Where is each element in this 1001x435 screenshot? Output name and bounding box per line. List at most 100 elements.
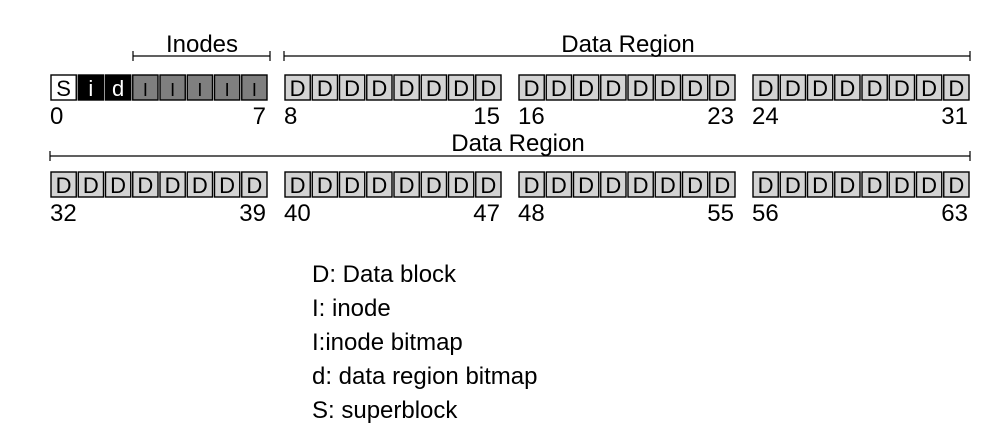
data-block-letter: D (317, 173, 333, 198)
data-block-letter: D (246, 173, 262, 198)
data-bitmap-block-letter: d (112, 76, 124, 101)
data-block (311, 171, 339, 198)
data-block (159, 171, 186, 198)
block-index-label: 40 (284, 200, 311, 227)
data-block-letter: D (219, 173, 235, 198)
data-block-letter: D (758, 76, 774, 101)
block-index-label: 31 (941, 103, 968, 130)
inode-block-letter: I (197, 80, 202, 100)
block-index-label: 16 (518, 103, 545, 130)
inode-block (213, 74, 241, 101)
data-block-letter: D (399, 173, 415, 198)
data-block (861, 171, 888, 198)
data-block-letter: D (426, 173, 442, 198)
data-block-letter: D (524, 76, 540, 101)
data-block-letter: D (344, 76, 360, 101)
block-index-label: 7 (253, 103, 266, 130)
data-block-letter: D (480, 173, 496, 198)
data-block-letter: D (578, 173, 594, 198)
data-block-letter: D (165, 173, 181, 198)
superblock-block (50, 74, 77, 101)
data-block-letter: D (426, 76, 442, 101)
data-block (834, 171, 861, 198)
inode-block-letter: I (143, 80, 148, 100)
data-block-letter: D (83, 173, 99, 198)
data-block (752, 171, 779, 198)
data-block-letter: D (812, 76, 828, 101)
data-block (600, 171, 627, 198)
block-index-label: 39 (239, 200, 266, 227)
data-block (915, 171, 943, 198)
data-block (779, 171, 807, 198)
data-block (77, 171, 105, 198)
block-index-label: 32 (50, 200, 77, 227)
data-block (420, 171, 448, 198)
data-block (284, 74, 311, 101)
data-block (518, 74, 545, 101)
data-block (709, 74, 736, 101)
data-block-letter: D (480, 76, 496, 101)
data-block (366, 171, 393, 198)
data-block-letter: D (110, 173, 126, 198)
inodes-label: Inodes (166, 31, 238, 58)
data-block (284, 171, 311, 198)
block-index-label: 48 (518, 200, 545, 227)
data-block-letter: D (633, 173, 649, 198)
data-block-letter: D (921, 173, 937, 198)
data-block-letter: D (453, 173, 469, 198)
data-block-letter: D (371, 76, 387, 101)
data-block-letter: D (290, 173, 306, 198)
data-block-letter: D (660, 76, 676, 101)
data-block-letter: D (633, 76, 649, 101)
data-block-letter: D (714, 173, 730, 198)
block-index-label: 56 (752, 200, 779, 227)
block-index-label: 63 (941, 200, 968, 227)
inode-block (132, 74, 159, 101)
data-block-letter: D (137, 173, 153, 198)
data-block-letter: D (578, 76, 594, 101)
data-block (393, 74, 420, 101)
data-block-letter: D (399, 76, 415, 101)
data-block (681, 171, 709, 198)
data-block-letter: D (785, 173, 801, 198)
data-block (420, 74, 448, 101)
data-block (806, 74, 834, 101)
data-block-letter: D (948, 173, 964, 198)
data-block-letter: D (714, 76, 730, 101)
block-index-label: 23 (707, 103, 734, 130)
block-index-label: 8 (284, 103, 297, 130)
data-block-letter: D (605, 173, 621, 198)
inode-block (159, 74, 186, 101)
data-bitmap-block (104, 74, 132, 101)
data-block-letter: D (758, 173, 774, 198)
data-region-bracket-row-2 (49, 151, 971, 161)
inode-block-letter: I (252, 80, 257, 100)
data-block (104, 171, 132, 198)
data-block (447, 74, 475, 101)
block-index-label: 15 (473, 103, 500, 130)
data-block-letter: D (453, 76, 469, 101)
data-block (475, 74, 502, 101)
data-block (888, 171, 916, 198)
data-block-letter: D (317, 76, 333, 101)
data-block-letter: D (192, 173, 208, 198)
data-block (518, 171, 545, 198)
legend-superblock: S: superblock (312, 397, 458, 424)
block-index-label: 55 (707, 200, 734, 227)
data-block (475, 171, 502, 198)
data-block (915, 74, 943, 101)
data-block (572, 74, 600, 101)
inode-block-letter: I (225, 80, 230, 100)
data-block-letter: D (524, 173, 540, 198)
legend-inode: I: inode (312, 295, 391, 322)
inode-block (186, 74, 214, 101)
legend: D: Data block I: inode I:inode bitmap d:… (312, 258, 537, 428)
data-block-letter: D (687, 173, 703, 198)
data-block (366, 74, 393, 101)
data-block-letter: D (812, 173, 828, 198)
data-block-letter: D (56, 173, 72, 198)
inode-bitmap-block-letter: i (88, 76, 93, 101)
data-block-letter: D (948, 76, 964, 101)
